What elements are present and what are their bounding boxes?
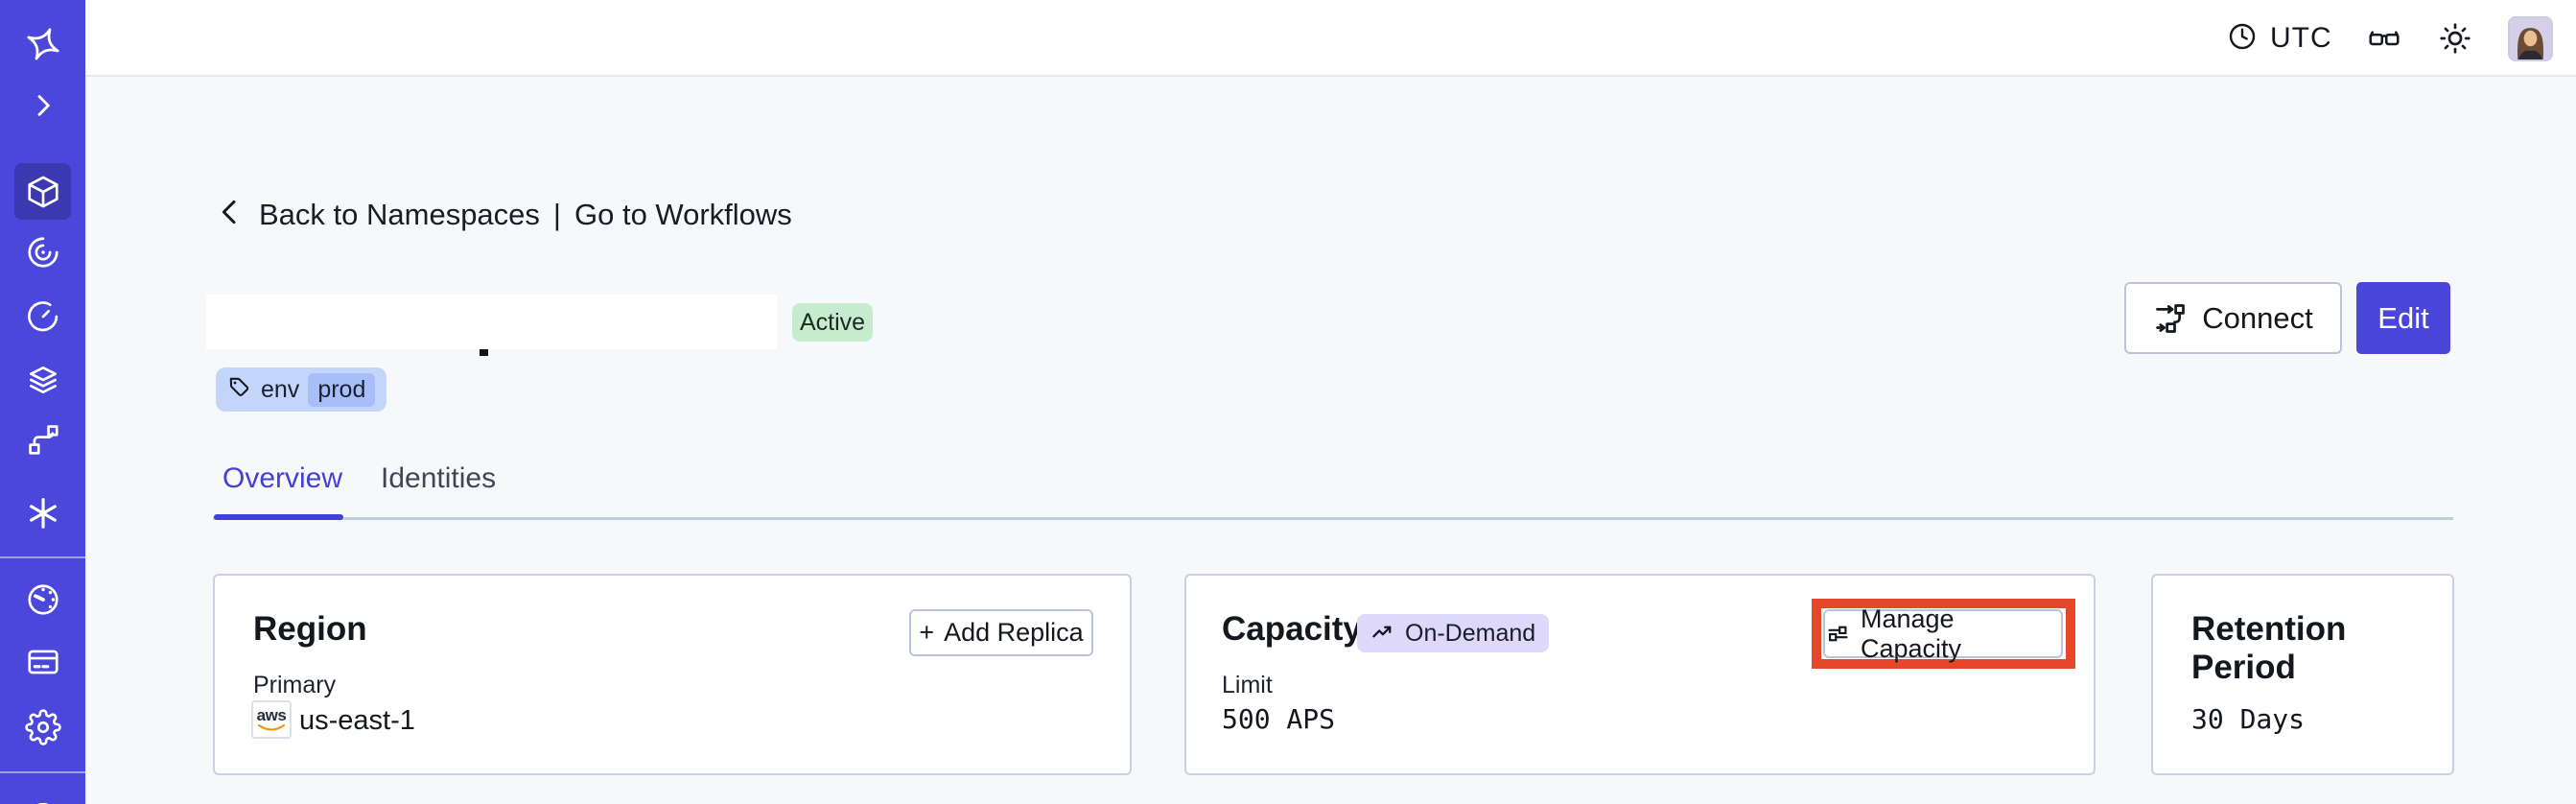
add-replica-button[interactable]: + Add Replica [909,609,1093,656]
sidebar [0,0,85,804]
on-demand-badge-label: On-Demand [1405,619,1536,647]
sidebar-item-usage[interactable] [0,581,85,618]
clock-icon [2227,21,2258,57]
edit-button-label: Edit [2377,300,2429,335]
tag-value: prod [308,372,376,407]
sliders-icon [1825,621,1851,647]
tag-key: env [261,375,300,403]
tab-identities[interactable]: Identities [381,462,497,494]
sidebar-item-namespaces[interactable] [0,174,85,210]
limit-label: Limit [1222,672,1273,698]
capacity-card-title: Capacity [1222,610,1362,648]
aws-smile-arc [258,724,285,731]
retention-card: Retention Period 30 Days [2151,574,2454,775]
timezone-label: UTC [2270,22,2332,54]
sidebar-item-schedules[interactable] [0,298,85,335]
connect-icon [2153,301,2188,336]
add-replica-label: Add Replica [944,618,1084,647]
limit-value: 500 APS [1222,703,1336,735]
sidebar-expand-chevron-icon[interactable] [0,90,85,121]
region-card-title: Region [253,610,367,648]
temporal-logo-icon[interactable] [0,25,85,63]
chevron-left-icon[interactable] [215,196,246,233]
timezone-selector[interactable]: UTC [2227,16,2332,60]
sidebar-item-settings[interactable] [0,709,85,745]
breadcrumb: Back to Namespaces | Go to Workflows [215,196,792,233]
sun-icon[interactable] [2438,21,2472,60]
tag-icon [227,375,252,405]
capacity-card: Capacity On-Demand Manage Capacity [1184,574,2096,775]
manage-capacity-button[interactable]: Manage Capacity [1823,604,2063,663]
connect-button-label: Connect [2202,300,2313,335]
sidebar-item-nexus[interactable] [0,495,85,532]
breadcrumb-back-link[interactable]: Back to Namespaces [259,197,540,231]
primary-label: Primary [253,672,337,698]
sidebar-divider [0,771,85,773]
connect-button[interactable]: Connect [2124,282,2342,354]
aws-logo-text: aws [256,706,287,724]
manage-capacity-label: Manage Capacity [1861,603,1962,663]
tab-overview[interactable]: Overview [222,462,343,494]
avatar[interactable] [2508,16,2553,61]
status-badge: Active [792,303,873,342]
sidebar-item-batch-operations[interactable] [0,421,85,458]
aws-logo: aws [251,700,292,739]
tabs-divider [213,517,2453,520]
top-bar [85,0,2576,77]
edit-button[interactable]: Edit [2356,282,2450,354]
namespace-tag-chip: env prod [216,367,387,412]
sidebar-item-deployments[interactable] [0,362,85,398]
plus-icon: + [919,618,935,647]
on-demand-badge: On-Demand [1357,614,1550,652]
trending-up-icon [1370,621,1396,647]
red-highlight-annotation [1812,599,2075,669]
sidebar-item-workflows[interactable] [0,234,85,271]
breadcrumb-workflows-link[interactable]: Go to Workflows [574,197,792,231]
glasses-icon[interactable] [2366,21,2402,60]
sidebar-item-billing[interactable] [0,644,85,680]
sidebar-divider [0,556,85,558]
active-tab-underline [214,514,343,520]
region-card: Region + Add Replica Primary aws us-east… [213,574,1132,775]
region-value: us-east-1 [299,705,415,736]
retention-card-title: Retention Period [2191,610,2347,686]
redacted-namespace-name [206,295,777,349]
redaction-artifact [480,349,488,356]
sidebar-item-account[interactable] [0,796,85,804]
breadcrumb-separator: | [552,197,561,231]
retention-value: 30 Days [2191,703,2306,735]
